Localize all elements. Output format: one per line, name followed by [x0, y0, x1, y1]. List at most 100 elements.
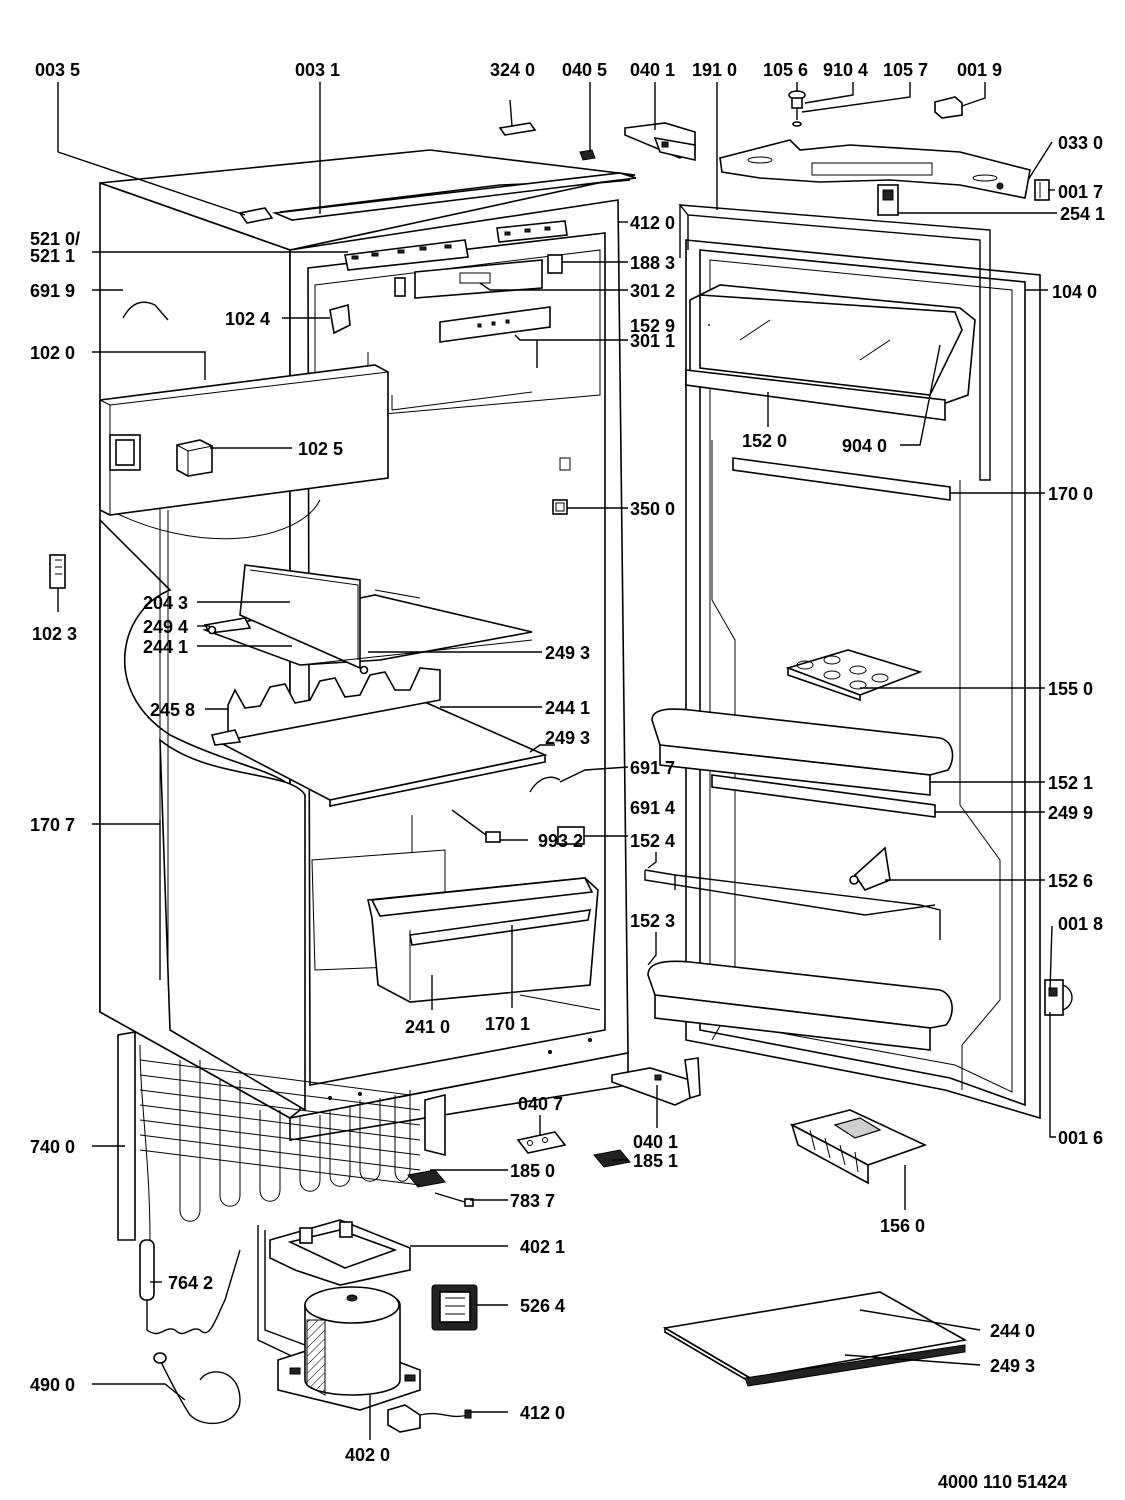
flap-hinge-block — [176, 439, 213, 477]
label-249-3-b: 249 3 — [545, 728, 590, 748]
label-910-4: 910 4 — [823, 60, 868, 80]
label-170-1: 170 1 — [485, 1014, 530, 1034]
bottle-retainer — [644, 869, 941, 940]
glass-shelf-lower — [210, 667, 548, 807]
top-trim-strip — [271, 172, 637, 221]
light-diffuser — [414, 259, 543, 299]
label-691-4: 691 4 — [630, 798, 675, 818]
label-764-2: 764 2 — [168, 1273, 213, 1293]
document-number: 4000 110 51424 — [938, 1472, 1067, 1492]
label-001-8: 001 8 — [1058, 914, 1103, 934]
part-labels: 003 5 003 1 324 0 040 5 040 1 191 0 105 … — [30, 60, 1105, 1492]
label-040-5: 040 5 — [562, 60, 607, 80]
ice-cube-tray — [789, 1109, 928, 1185]
control-board — [344, 220, 568, 271]
label-249-4: 249 4 — [143, 617, 188, 637]
label-152-6: 152 6 — [1048, 871, 1093, 891]
label-003-1: 003 1 — [295, 60, 340, 80]
power-connector — [387, 1404, 472, 1433]
compressor — [277, 1286, 421, 1411]
lamp-holder — [547, 254, 563, 274]
cover-plate-left — [407, 1169, 446, 1188]
glass-shelf-upper — [202, 564, 533, 675]
label-249-9: 249 9 — [1048, 803, 1093, 823]
label-412-0-top: 412 0 — [630, 213, 675, 233]
crisper-drawer — [367, 877, 599, 1003]
label-170-0: 170 0 — [1048, 484, 1093, 504]
drain-tube — [434, 1192, 474, 1207]
door-hinge-cover-top — [1034, 179, 1050, 201]
sensor-probe — [451, 809, 501, 843]
label-740-0: 740 0 — [30, 1137, 75, 1157]
freezer-flap — [99, 352, 389, 516]
door-shelf-upper — [651, 708, 954, 796]
label-691-7: 691 7 — [630, 758, 675, 778]
label-249-3-c: 249 3 — [990, 1356, 1035, 1376]
egg-tray — [785, 649, 923, 702]
label-301-1: 301 1 — [630, 331, 675, 351]
label-003-5: 003 5 — [35, 60, 80, 80]
label-402-1: 402 1 — [520, 1237, 565, 1257]
label-350-0: 350 0 — [630, 499, 675, 519]
leader-lines — [57, 82, 1057, 1440]
hinge-plate — [516, 1131, 567, 1154]
label-301-2: 301 2 — [630, 281, 675, 301]
hinge-cap — [579, 149, 596, 161]
label-188-3: 188 3 — [630, 253, 675, 273]
label-001-7: 001 7 — [1058, 182, 1103, 202]
flap-bracket — [329, 303, 351, 335]
label-001-6: 001 6 — [1058, 1128, 1103, 1148]
label-040-1-bottom: 040 1 — [633, 1132, 678, 1152]
door-shelf-lower — [647, 960, 953, 1051]
label-155-0: 155 0 — [1048, 679, 1093, 699]
label-152-0: 152 0 — [742, 431, 787, 451]
label-104-0: 104 0 — [1052, 282, 1097, 302]
starter-relay — [431, 1284, 478, 1331]
filter-drier — [139, 1239, 241, 1335]
label-244-0: 244 0 — [990, 1321, 1035, 1341]
label-521-1: 521 1 — [30, 246, 75, 266]
label-191-0: 191 0 — [692, 60, 737, 80]
label-412-0-bottom: 412 0 — [520, 1403, 565, 1423]
label-783-7: 783 7 — [510, 1191, 555, 1211]
upper-hinge — [624, 122, 696, 162]
label-245-8: 245 8 — [150, 700, 195, 720]
door-trim-middle — [711, 774, 936, 818]
label-156-0: 156 0 — [880, 1216, 925, 1236]
label-526-4: 526 4 — [520, 1296, 565, 1316]
door-trim-upper — [732, 457, 951, 501]
label-102-4: 102 4 — [225, 309, 270, 329]
power-cord — [153, 1352, 241, 1425]
door-guide — [877, 184, 899, 216]
temperature-sensor-top — [122, 301, 169, 321]
door-mounting-plate — [719, 139, 1031, 199]
label-040-1-top: 040 1 — [630, 60, 675, 80]
label-490-0: 490 0 — [30, 1375, 75, 1395]
label-152-3: 152 3 — [630, 911, 675, 931]
label-105-6: 105 6 — [763, 60, 808, 80]
label-691-9: 691 9 — [30, 281, 75, 301]
label-185-0: 185 0 — [510, 1161, 555, 1181]
cover-plate-right — [593, 1149, 631, 1168]
spare-glass-shelf — [662, 1291, 968, 1387]
label-102-3: 102 3 — [32, 624, 77, 644]
label-254-1: 254 1 — [1060, 204, 1105, 224]
label-170-7: 170 7 — [30, 815, 75, 835]
label-249-3-a: 249 3 — [545, 643, 590, 663]
label-152-4: 152 4 — [630, 831, 675, 851]
label-001-9: 001 9 — [957, 60, 1002, 80]
label-324-0: 324 0 — [490, 60, 535, 80]
compressor-bracket — [269, 1219, 411, 1286]
lower-door-hinge — [1044, 979, 1073, 1016]
label-152-9: 152 9 — [630, 316, 675, 336]
temperature-sensor-bottom — [529, 776, 561, 793]
top-cover-block — [238, 207, 274, 224]
label-993-2: 993 2 — [538, 831, 583, 851]
label-185-1: 185 1 — [633, 1151, 678, 1171]
flap-hinge — [49, 554, 66, 589]
refrigerant-pipes — [257, 1225, 306, 1361]
label-040-7: 040 7 — [518, 1094, 563, 1114]
label-102-5: 102 5 — [298, 439, 343, 459]
lower-hinge — [611, 1057, 701, 1106]
